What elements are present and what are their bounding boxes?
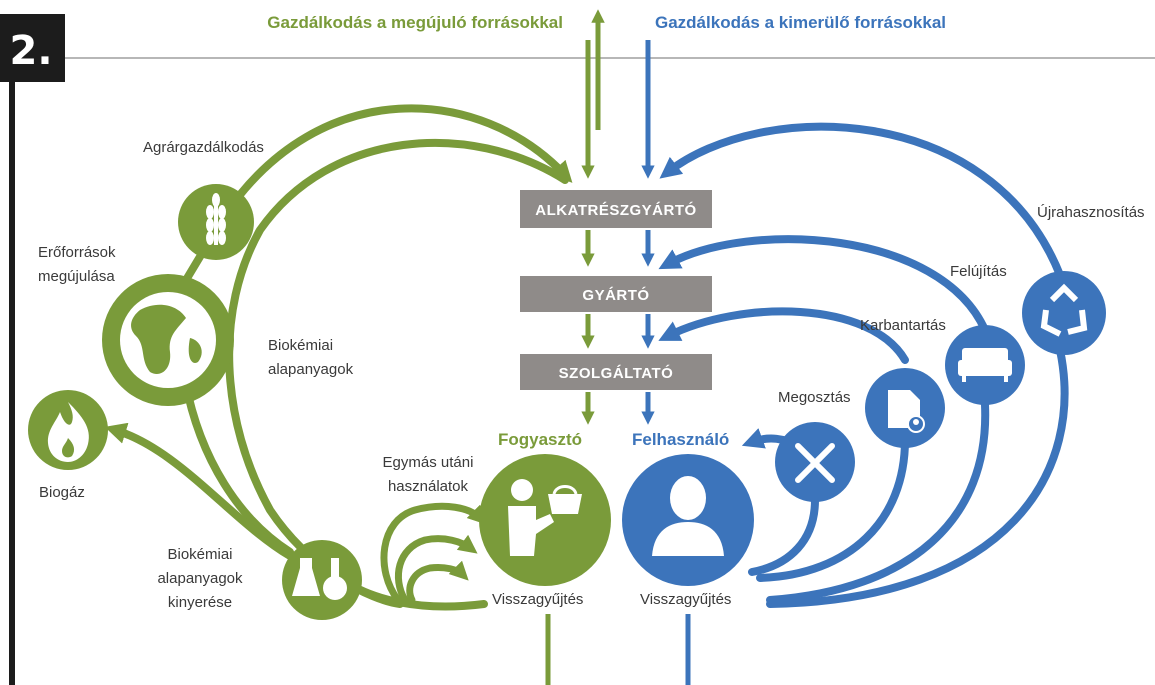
refurbish-loop <box>658 235 989 334</box>
maintenance-label: Karbantartás <box>860 317 946 334</box>
sharing-return <box>748 496 819 576</box>
consumer-node <box>479 454 611 586</box>
biogas-arrow <box>104 422 294 560</box>
biochem-label-2: alapanyagok <box>268 361 354 378</box>
page-number-badge <box>0 14 65 82</box>
collection-right-label: Visszagyűjtés <box>640 591 731 608</box>
document-node <box>865 368 945 448</box>
recycle-node <box>1022 271 1106 355</box>
regeneration-label-2: megújulása <box>38 268 115 285</box>
flasks-icon <box>292 558 347 600</box>
finite-inflow-arrows <box>641 40 691 685</box>
tools-node <box>775 422 855 502</box>
refurbish-return <box>766 401 990 604</box>
stage-boxes: ALKATRÉSZGYÁRTÓ GYÁRTÓ SZOLGÁLTATÓ <box>520 190 712 390</box>
sharing-label: Megosztás <box>778 389 851 406</box>
recycling-return <box>766 346 1069 608</box>
stage-manufacturer-label: GYÁRTÓ <box>582 286 649 304</box>
stage-provider-label: SZOLGÁLTATÓ <box>559 364 674 382</box>
recycle-icon <box>1040 283 1088 337</box>
user-node <box>622 454 754 586</box>
regeneration-label-1: Erőforrások <box>38 244 116 261</box>
cascade-arrows <box>380 502 487 604</box>
recycling-label: Újrahasznosítás <box>1037 204 1145 221</box>
biogas-label: Biogáz <box>39 484 85 501</box>
biochem-label-1: Biokémiai <box>268 337 333 354</box>
stage-provider-box <box>520 354 712 390</box>
user-label: Felhasználó <box>632 430 729 449</box>
finite-header: Gazdálkodás a kimerülő forrásokkal <box>655 13 946 32</box>
collection-left-label: Visszagyűjtés <box>492 591 583 608</box>
flame-icon <box>47 402 89 462</box>
stage-manufacturer-box <box>520 276 712 312</box>
extraction-label-2: alapanyagok <box>157 570 243 587</box>
maintenance-loop <box>658 307 909 364</box>
cascade-label-2: használatok <box>388 478 469 495</box>
flasks-node <box>282 540 362 620</box>
shopper-basket-icon <box>508 479 582 556</box>
sofa-icon <box>958 348 1012 382</box>
extraction-label-1: Biokémiai <box>167 546 232 563</box>
sofa-node <box>945 325 1025 405</box>
agriculture-label: Agrárgazdálkodás <box>143 139 264 156</box>
stage-component-label: ALKATRÉSZGYÁRTÓ <box>535 201 696 219</box>
extraction-label-3: kinyerése <box>168 594 232 611</box>
renewable-header: Gazdálkodás a megújuló forrásokkal <box>267 13 563 32</box>
recycling-loop <box>659 122 1064 279</box>
stage-component-box <box>520 190 712 228</box>
consumer-label: Fogyasztó <box>498 430 582 449</box>
renewable-inflow-arrows <box>545 9 605 685</box>
user-icon <box>652 476 724 556</box>
refurbish-label: Felújítás <box>950 263 1007 280</box>
maintenance-return <box>756 436 909 582</box>
biogas-node <box>28 390 108 470</box>
finite-loops <box>658 122 1069 608</box>
wheat-icon <box>206 193 226 245</box>
agriculture-loop <box>221 104 573 219</box>
tools-icon <box>795 443 835 483</box>
page-number: 2. <box>9 28 52 74</box>
cascade-label-1: Egymás utáni <box>383 454 474 471</box>
wheat-node <box>178 184 254 260</box>
globe-node <box>102 274 234 406</box>
left-frame-line <box>9 80 15 685</box>
